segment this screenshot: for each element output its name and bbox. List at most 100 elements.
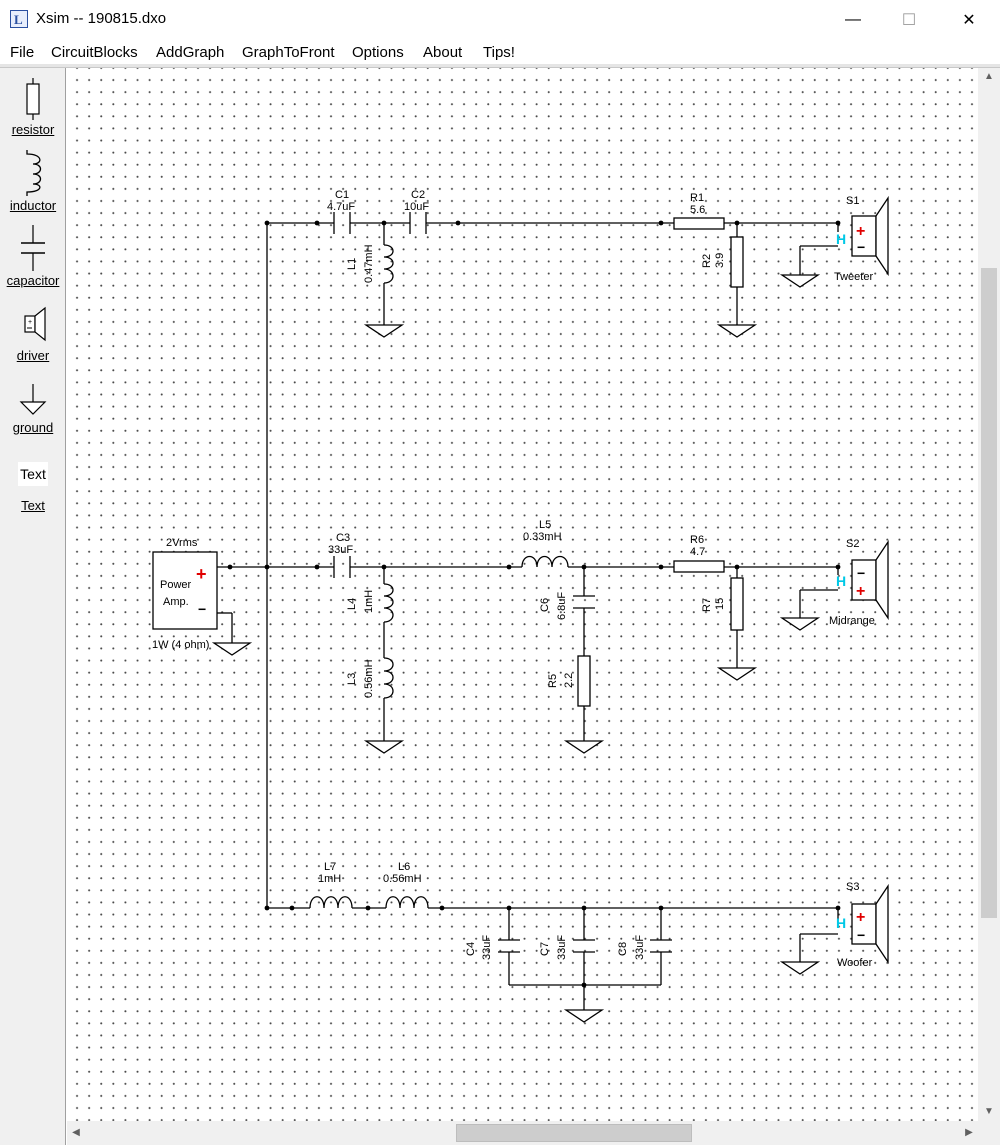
ground-icon[interactable] (779, 274, 821, 288)
l7-value: 1mH (318, 873, 341, 885)
s2-h-mark: H (836, 573, 846, 589)
s2-ref: S2 (846, 538, 859, 550)
s1-ref: S1 (846, 195, 859, 207)
r1-value: 5.6 (690, 204, 705, 216)
resistor-r2[interactable] (730, 236, 744, 288)
ground-icon[interactable] (779, 961, 821, 975)
driver-s3[interactable] (851, 883, 889, 965)
capacitor-icon (21, 225, 45, 271)
ground-icon[interactable] (211, 642, 253, 656)
vertical-scroll-thumb[interactable] (981, 268, 997, 918)
component-toolbox: resistor inductor capacitor + driver gro… (0, 68, 66, 1145)
c7-ref: C7 (539, 942, 551, 956)
inductor-l3[interactable] (383, 657, 394, 699)
ground-icon[interactable] (363, 740, 405, 754)
app-icon[interactable]: L (10, 10, 28, 28)
c4-ref: C4 (465, 942, 477, 956)
resistor-r5[interactable] (577, 655, 591, 707)
capacitor-c7[interactable] (573, 939, 595, 953)
menu-tips[interactable]: Tips! (483, 44, 515, 61)
ground-icon[interactable] (779, 617, 821, 631)
driver-s2[interactable] (851, 539, 889, 621)
capacitor-c3[interactable] (333, 556, 351, 578)
r7-value: 15 (714, 598, 726, 610)
menu-addgraph[interactable]: AddGraph (156, 44, 225, 61)
c6-ref: C6 (539, 598, 551, 612)
tool-inductor[interactable]: inductor (0, 148, 66, 213)
s1-plus-mark: + (856, 223, 865, 240)
schematic-drawing: C1 4.7uF C2 10uF L1 0.47mH R1 5.6 R2 3.9… (152, 189, 889, 1023)
capacitor-c1[interactable] (333, 212, 351, 234)
ground-icon[interactable] (716, 667, 758, 681)
maximize-button[interactable]: ☐ (901, 12, 917, 29)
r6-ref: R6 (690, 534, 704, 546)
close-button[interactable]: ✕ (962, 12, 976, 29)
text-tool-icon: Text (18, 462, 48, 486)
l6-ref: L6 (398, 861, 410, 873)
tool-resistor-label: resistor (11, 122, 55, 137)
resistor-r1[interactable] (673, 217, 725, 230)
window-title: Xsim -- 190815.dxo (36, 10, 167, 27)
menu-graphtofront[interactable]: GraphToFront (242, 44, 335, 61)
l4-ref: L4 (346, 598, 358, 610)
tool-ground[interactable]: ground (0, 380, 66, 435)
ground-icon[interactable] (563, 1009, 605, 1023)
l5-ref: L5 (539, 519, 551, 531)
inductor-l5[interactable] (521, 555, 569, 568)
menu-bar: File CircuitBlocks AddGraph GraphToFront… (0, 40, 1000, 64)
ground-symbols (211, 274, 821, 1023)
c6-value: 6.8uF (556, 592, 568, 620)
tool-resistor[interactable]: resistor (0, 76, 66, 137)
s3-h-mark: H (836, 915, 846, 931)
minimize-button[interactable]: — (845, 11, 861, 28)
driver-s1[interactable] (851, 195, 889, 277)
ground-icon[interactable] (563, 740, 605, 754)
menu-options[interactable]: Options (352, 44, 404, 61)
s2-minus-mark: − (857, 565, 865, 581)
capacitor-c8[interactable] (650, 939, 672, 953)
scroll-left-arrow-icon[interactable]: ◀ (72, 1127, 80, 1138)
schematic-canvas[interactable]: C1 4.7uF C2 10uF L1 0.47mH R1 5.6 R2 3.9… (67, 68, 978, 1121)
power-amp-block[interactable] (152, 551, 218, 630)
menu-file[interactable]: File (10, 44, 35, 61)
l7-ref: L7 (324, 861, 336, 873)
scroll-right-arrow-icon[interactable]: ▶ (965, 1127, 973, 1138)
capacitor-c6[interactable] (573, 595, 595, 609)
capacitor-c4[interactable] (498, 939, 520, 953)
capacitor-c2[interactable] (409, 212, 427, 234)
menu-about[interactable]: About (423, 44, 463, 61)
r5-ref: R5 (547, 674, 559, 688)
c7-value: 33uF (556, 935, 568, 960)
tool-capacitor[interactable]: capacitor (0, 223, 66, 288)
r5-value: 2.2 (563, 673, 575, 688)
tool-ground-label: ground (12, 420, 54, 435)
l6-value: 0.56mH (383, 873, 422, 885)
inductor-l7[interactable] (309, 896, 353, 909)
inductor-l1[interactable] (383, 244, 394, 284)
resistor-r7[interactable] (730, 577, 744, 631)
c4-value: 33uF (481, 935, 493, 960)
amp-minus-mark: − (198, 601, 206, 617)
inductor-l4[interactable] (383, 583, 394, 623)
s2-plus-mark: + (856, 583, 865, 600)
c8-ref: C8 (617, 942, 629, 956)
c3-value: 33uF (328, 544, 353, 556)
scrollbar-corner (978, 1121, 1000, 1145)
r2-value: 3.9 (714, 253, 726, 268)
resistor-r6[interactable] (673, 560, 725, 573)
menu-circuitblocks[interactable]: CircuitBlocks (51, 44, 138, 61)
inductor-l6[interactable] (385, 896, 429, 909)
s1-minus-mark: − (857, 239, 865, 255)
inductor-icon (26, 150, 42, 196)
ground-icon[interactable] (716, 324, 758, 338)
s1-h-mark: H (836, 231, 846, 247)
tool-text[interactable]: Text Text (0, 462, 66, 513)
scroll-down-arrow-icon[interactable]: ▼ (984, 1106, 994, 1117)
horizontal-scrollbar[interactable]: ◀ ▶ (67, 1121, 978, 1145)
ground-icon[interactable] (363, 324, 405, 338)
horizontal-scroll-thumb[interactable] (456, 1124, 692, 1142)
scroll-up-arrow-icon[interactable]: ▲ (984, 71, 994, 82)
tool-driver[interactable]: + driver (0, 302, 66, 363)
vertical-scrollbar[interactable]: ▲ ▼ (978, 68, 1000, 1121)
ground-icon (19, 384, 47, 415)
